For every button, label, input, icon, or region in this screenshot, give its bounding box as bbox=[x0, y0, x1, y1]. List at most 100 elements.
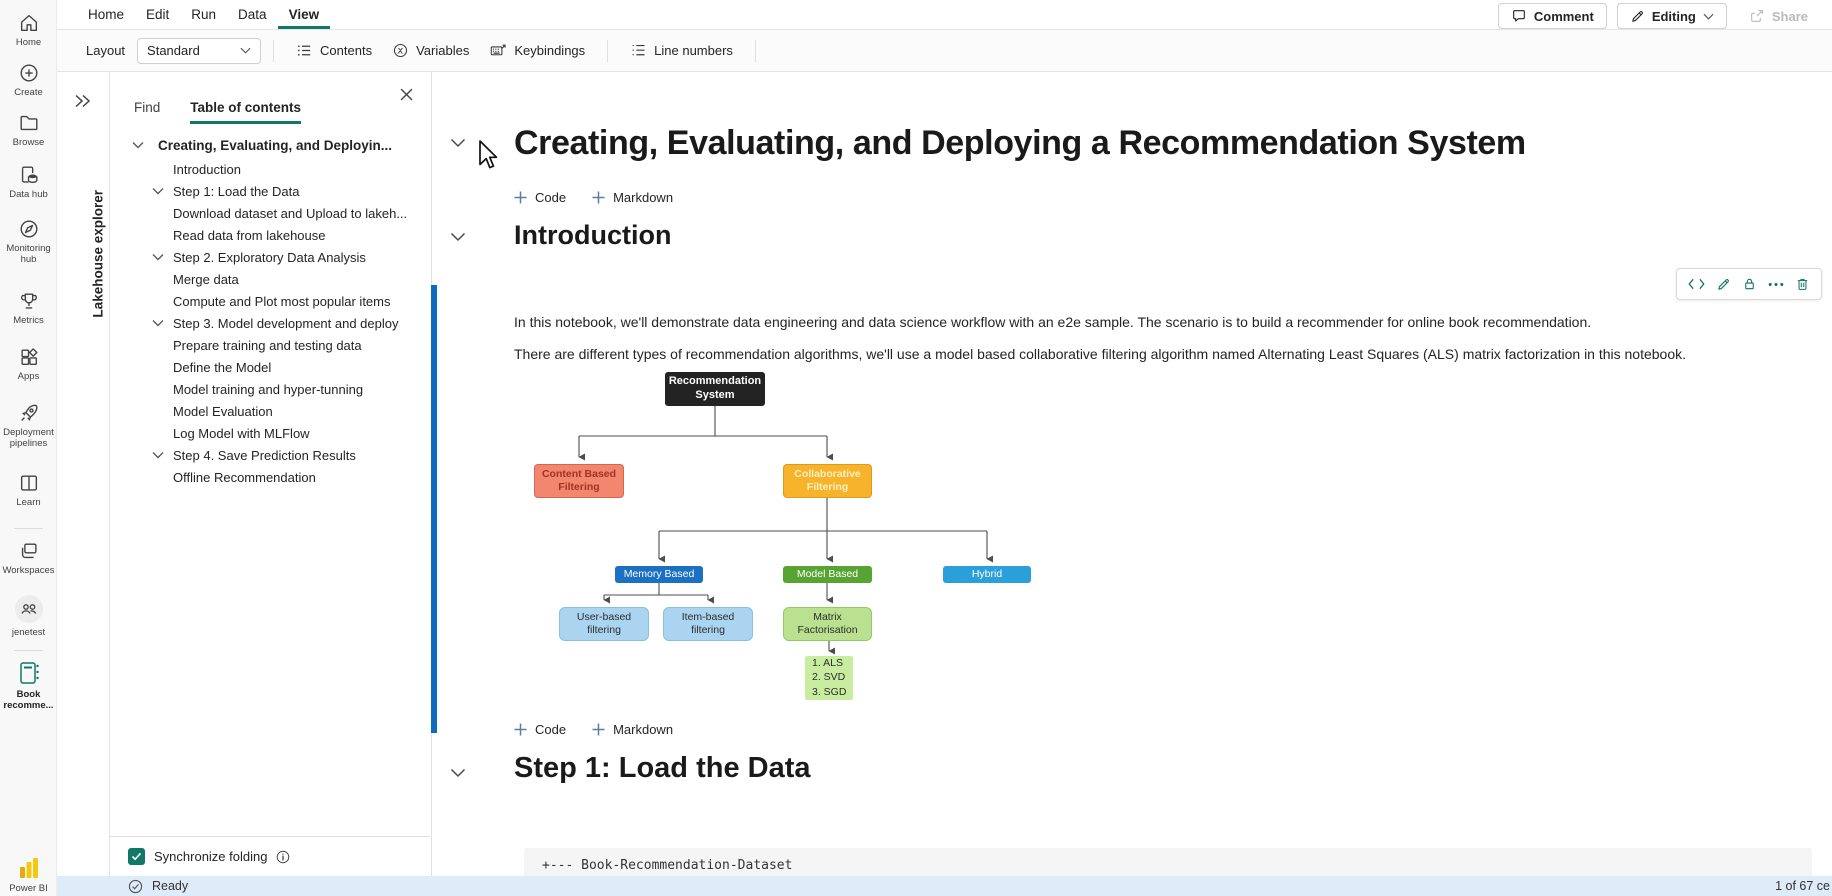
toc-item[interactable]: Log Model with MLFlow bbox=[110, 422, 431, 444]
add-code-button[interactable]: Code bbox=[514, 190, 566, 205]
toc-item[interactable]: Read data from lakehouse bbox=[110, 224, 431, 246]
comment-button[interactable]: Comment bbox=[1497, 3, 1607, 29]
edit-cell-icon[interactable] bbox=[1716, 277, 1731, 292]
code-view-icon[interactable] bbox=[1688, 277, 1705, 291]
variables-button[interactable]: Variables bbox=[382, 36, 479, 66]
tab-table-of-contents[interactable]: Table of contents bbox=[190, 100, 302, 124]
sidebar-item-deployment-pipelines[interactable]: Deployment pipelines bbox=[0, 402, 56, 449]
toc-item[interactable]: Step 2. Exploratory Data Analysis bbox=[110, 246, 431, 268]
check-icon bbox=[131, 852, 142, 861]
header-buttons: Comment Editing Share bbox=[1497, 3, 1820, 29]
sidebar-item-data-hub[interactable]: Data hub bbox=[0, 164, 56, 200]
menu-item-data[interactable]: Data bbox=[238, 7, 267, 22]
toc-item[interactable]: Introduction bbox=[110, 158, 431, 180]
sidebar-item-workspaces[interactable]: Workspaces bbox=[0, 540, 56, 576]
status-bar: Ready 1 of 67 ce bbox=[57, 876, 1832, 896]
toc-item-label: Compute and Plot most popular items bbox=[173, 293, 391, 309]
toc-item-label: Define the Model bbox=[173, 359, 272, 375]
share-icon bbox=[1750, 10, 1763, 22]
step1-heading[interactable]: Step 1: Load the Data bbox=[514, 752, 811, 784]
toc-item-label: Merge data bbox=[173, 271, 239, 287]
sidebar-item-label: Data hub bbox=[9, 189, 48, 200]
diagram-node-hybrid: Hybrid bbox=[943, 566, 1031, 583]
collapse-step1-chevron[interactable] bbox=[450, 768, 466, 778]
metrics-icon bbox=[20, 293, 37, 309]
add-markdown-button[interactable]: Markdown bbox=[592, 190, 673, 205]
diagram-node-recommendation-system: Recommendation System bbox=[665, 372, 765, 406]
toc-item[interactable]: Merge data bbox=[110, 268, 431, 290]
sidebar-item-book-recommendation-notebook[interactable]: Book recomme... bbox=[0, 660, 56, 711]
info-icon[interactable] bbox=[276, 850, 290, 864]
sidebar-item-create[interactable]: Create bbox=[0, 62, 56, 98]
plus-icon bbox=[592, 723, 605, 736]
keybindings-button[interactable]: Keybindings bbox=[479, 36, 595, 66]
toc-item[interactable]: Step 4. Save Prediction Results bbox=[110, 444, 431, 466]
chevron-down-icon bbox=[152, 452, 164, 459]
sidebar-item-label: Home bbox=[15, 37, 42, 48]
intro-paragraph-2: There are different types of recommendat… bbox=[514, 346, 1687, 362]
pencil-icon bbox=[1632, 10, 1643, 22]
toc-item[interactable]: Offline Recommendation bbox=[110, 466, 431, 488]
plus-icon bbox=[514, 191, 527, 204]
toc-item-label: Creating, Evaluating, and Deployin... bbox=[158, 137, 393, 153]
toc-item[interactable]: Creating, Evaluating, and Deployin... bbox=[110, 132, 431, 158]
toc-item[interactable]: Define the Model bbox=[110, 356, 431, 378]
toc-item[interactable]: Model training and hyper-tunning bbox=[110, 378, 431, 400]
toc-item-label: Step 1: Load the Data bbox=[173, 183, 300, 199]
line-numbers-button[interactable]: Line numbers bbox=[620, 36, 743, 66]
expand-panel-icon[interactable] bbox=[74, 94, 92, 108]
diagram-node-user-based-filtering: User-based filtering bbox=[559, 607, 649, 641]
more-options-icon[interactable] bbox=[1768, 282, 1784, 287]
intro-heading[interactable]: Introduction bbox=[514, 220, 672, 250]
toc-item-label: Introduction bbox=[173, 161, 241, 177]
contents-button[interactable]: Contents bbox=[286, 36, 382, 66]
menu-item-home[interactable]: Home bbox=[88, 7, 125, 22]
sidebar-item-power-bi[interactable]: Power BI bbox=[0, 856, 56, 894]
toc-item[interactable]: Step 3. Model development and deploy bbox=[110, 312, 431, 334]
delete-cell-icon[interactable] bbox=[1795, 276, 1810, 292]
sidebar-item-label: Monitoring hub bbox=[6, 243, 51, 265]
toc-item[interactable]: Compute and Plot most popular items bbox=[110, 290, 431, 312]
close-icon[interactable] bbox=[400, 88, 413, 101]
toc-item[interactable]: Download dataset and Upload to lakeh... bbox=[110, 202, 431, 224]
sidebar-item-apps[interactable]: Apps bbox=[0, 346, 56, 382]
notebook-title[interactable]: Creating, Evaluating, and Deploying a Re… bbox=[514, 124, 1526, 162]
share-label: Share bbox=[1771, 8, 1808, 24]
editing-mode-button[interactable]: Editing bbox=[1616, 3, 1727, 29]
menu-item-run[interactable]: Run bbox=[191, 7, 217, 22]
add-markdown-button[interactable]: Markdown bbox=[592, 722, 673, 737]
notebook-scrollbar[interactable] bbox=[431, 285, 437, 733]
layout-dropdown[interactable]: Standard bbox=[137, 37, 262, 64]
chevron-down-icon bbox=[240, 47, 251, 54]
lakehouse-explorer-title[interactable]: Lakehouse explorer bbox=[90, 190, 106, 318]
synchronize-folding-checkbox[interactable] bbox=[128, 848, 145, 865]
toc-item[interactable]: Model Evaluation bbox=[110, 400, 431, 422]
lock-cell-icon[interactable] bbox=[1742, 276, 1757, 292]
sidebar-item-label: Workspaces bbox=[2, 565, 55, 576]
menu-bar: Home Edit Run Data View Comment Editing … bbox=[57, 0, 1832, 30]
add-code-button[interactable]: Code bbox=[514, 722, 566, 737]
share-button[interactable]: Share bbox=[1736, 3, 1820, 29]
sidebar-item-learn[interactable]: Learn bbox=[0, 472, 56, 508]
toc-item[interactable]: Step 1: Load the Data bbox=[110, 180, 431, 202]
sidebar-item-browse[interactable]: Browse bbox=[0, 112, 56, 148]
code-output-text: +--- Book-Recommendation-Dataset bbox=[542, 858, 793, 873]
tab-find[interactable]: Find bbox=[134, 100, 161, 115]
workspace-avatar bbox=[14, 595, 43, 623]
sidebar-item-label: jenetest bbox=[11, 627, 46, 638]
collapse-title-chevron[interactable] bbox=[450, 138, 466, 148]
code-cell-output[interactable]: +--- Book-Recommendation-Dataset bbox=[524, 848, 1812, 876]
create-icon bbox=[20, 64, 37, 82]
sidebar-item-metrics[interactable]: Metrics bbox=[0, 290, 56, 326]
collapse-intro-chevron[interactable] bbox=[450, 232, 466, 242]
layout-value: Standard bbox=[147, 43, 200, 58]
sidebar-item-home[interactable]: Home bbox=[0, 12, 56, 48]
sidebar-item-workspace-jenetest[interactable]: jenetest bbox=[0, 594, 56, 638]
menu-item-view[interactable]: View bbox=[277, 0, 331, 29]
rail-divider bbox=[14, 650, 43, 651]
toc-item[interactable]: Prepare training and testing data bbox=[110, 334, 431, 356]
menu-item-edit[interactable]: Edit bbox=[146, 7, 170, 22]
sidebar-item-label: Book recomme... bbox=[3, 689, 54, 711]
sidebar-item-monitoring-hub[interactable]: Monitoring hub bbox=[0, 218, 56, 265]
deployment-pipelines-icon bbox=[20, 404, 38, 421]
